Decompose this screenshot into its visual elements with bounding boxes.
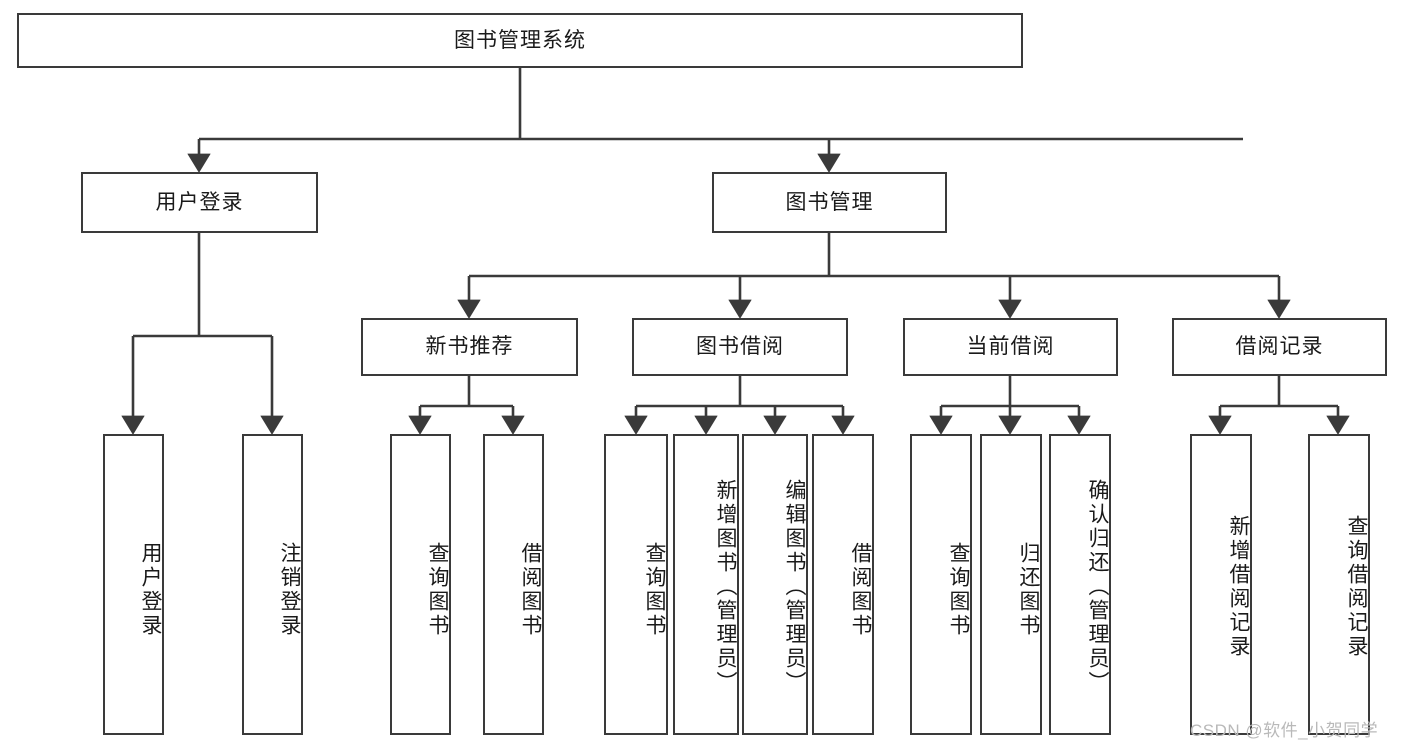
node-label: 用户登录 — [139, 541, 162, 638]
node-label: 图书管理系统 — [454, 28, 586, 52]
node-label: 新增图书（管理员） — [714, 478, 737, 695]
leaf-edit-book[interactable]: 编辑图书（管理员） — [742, 434, 808, 735]
node-label: 借阅记录 — [1235, 335, 1324, 359]
leaf-add-borrow-record[interactable]: 新增借阅记录 — [1190, 434, 1252, 735]
leaf-user-login[interactable]: 用户登录 — [103, 434, 164, 735]
node-label: 归还图书 — [1017, 541, 1040, 638]
node-label: 图书借阅 — [696, 335, 784, 359]
leaf-confirm-return[interactable]: 确认归还（管理员） — [1049, 434, 1111, 735]
leaf-query-book-recommend[interactable]: 查询图书 — [390, 434, 451, 735]
leaf-borrow-book[interactable]: 借阅图书 — [812, 434, 874, 735]
node-label: 新书推荐 — [425, 335, 514, 359]
node-label: 借阅图书 — [519, 541, 542, 638]
node-label: 编辑图书（管理员） — [783, 478, 806, 695]
node-borrow-record[interactable]: 借阅记录 — [1172, 318, 1387, 376]
node-label: 查询借阅记录 — [1345, 514, 1368, 659]
node-label: 借阅图书 — [849, 541, 872, 638]
node-label: 当前借阅 — [966, 335, 1055, 359]
leaf-query-borrow-record[interactable]: 查询借阅记录 — [1308, 434, 1370, 735]
node-new-book-recommend[interactable]: 新书推荐 — [361, 318, 578, 376]
node-label: 查询图书 — [426, 541, 449, 638]
csdn-watermark: CSDN @软件_小贺同学 — [1190, 721, 1379, 740]
node-book-borrow[interactable]: 图书借阅 — [632, 318, 848, 376]
node-label: 新增借阅记录 — [1227, 514, 1250, 659]
node-root-system[interactable]: 图书管理系统 — [17, 13, 1023, 68]
leaf-borrow-book-recommend[interactable]: 借阅图书 — [483, 434, 544, 735]
leaf-add-book[interactable]: 新增图书（管理员） — [673, 434, 739, 735]
node-current-borrow[interactable]: 当前借阅 — [903, 318, 1118, 376]
node-label: 用户登录 — [155, 190, 244, 214]
node-book-management[interactable]: 图书管理 — [712, 172, 947, 233]
node-label: 查询图书 — [947, 541, 970, 638]
leaf-logout[interactable]: 注销登录 — [242, 434, 303, 735]
node-label: 查询图书 — [643, 541, 666, 638]
node-user-login[interactable]: 用户登录 — [81, 172, 318, 233]
node-label: 注销登录 — [278, 541, 301, 638]
leaf-return-book[interactable]: 归还图书 — [980, 434, 1042, 735]
leaf-query-book-current[interactable]: 查询图书 — [910, 434, 972, 735]
node-label: 确认归还（管理员） — [1086, 478, 1109, 695]
leaf-query-book-borrow[interactable]: 查询图书 — [604, 434, 668, 735]
node-label: 图书管理 — [785, 190, 874, 214]
